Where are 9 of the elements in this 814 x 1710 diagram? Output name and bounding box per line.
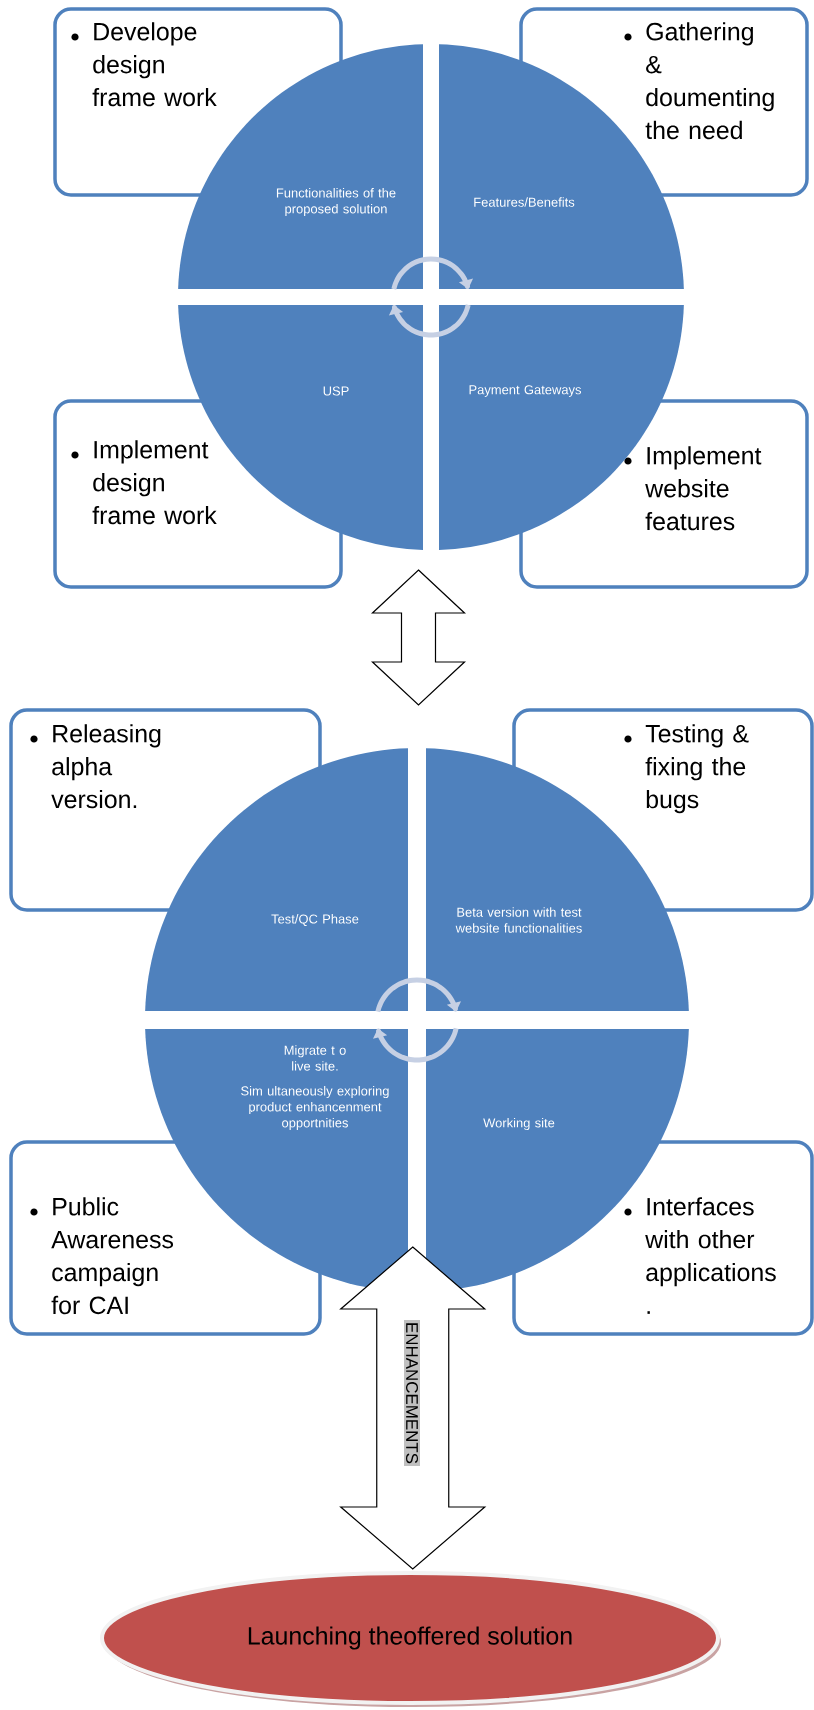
cycle-arrow (391, 256, 474, 290)
cycle-arrow (373, 1027, 459, 1063)
edge-label: ENHANCEMENTS (404, 1319, 420, 1467)
block-arrow (339, 1246, 487, 1570)
ellipse-node: Launching theoffered solution (100, 1571, 721, 1707)
pie-segment: Test/QC Phase (145, 748, 408, 1011)
cycle-arrow (375, 977, 461, 1013)
block-arrow (370, 569, 467, 706)
cycle-arrow (388, 304, 471, 338)
